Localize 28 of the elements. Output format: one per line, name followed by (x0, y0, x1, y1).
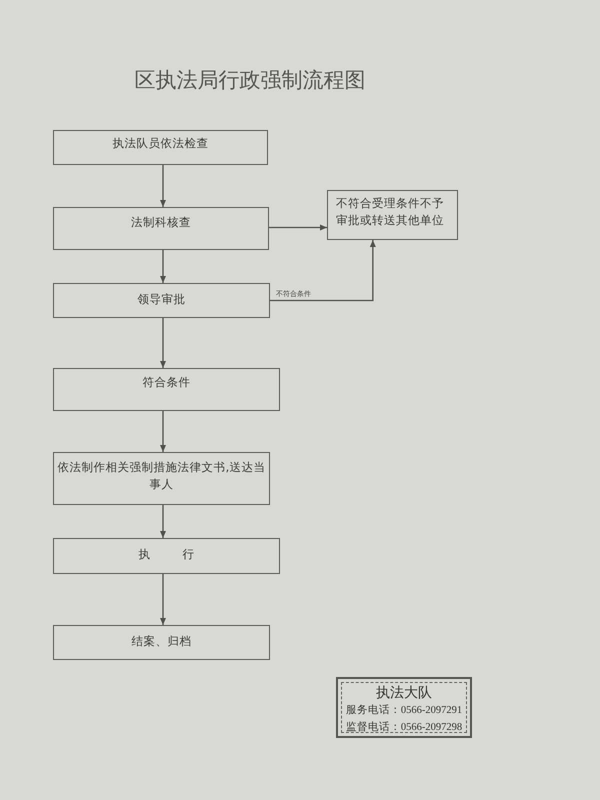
arrow (269, 224, 327, 230)
process-box (53, 625, 270, 660)
process-box (53, 283, 270, 318)
process-box (53, 207, 269, 250)
step-text: 依法制作相关强制措施法律文书,送达当事人 (57, 459, 266, 493)
step-text: 执 行 (138, 546, 196, 563)
phone-number: 监督电话：0566-2097298 (344, 720, 464, 735)
step-text: 执法队员依法检查 (112, 135, 210, 152)
process-box (53, 368, 280, 411)
arrow (160, 318, 166, 368)
step-text: 符合条件 (142, 374, 192, 391)
step-text: 结案、归档 (130, 633, 192, 650)
process-box (53, 452, 270, 505)
phone-number: 服务电话：0566-2097291 (344, 703, 464, 718)
arrow (160, 574, 166, 625)
arrow (270, 240, 376, 302)
arrow (160, 165, 166, 207)
step-text: 法制科核查 (130, 214, 192, 231)
process-box (53, 538, 280, 574)
process-box (53, 130, 268, 165)
arrow (160, 505, 166, 538)
step-text: 领导审批 (136, 291, 186, 308)
unit-name: 执法大队 (375, 685, 433, 702)
arrow (160, 250, 166, 283)
result-box (327, 190, 458, 240)
title: 区执法局行政强制流程图 (134, 67, 366, 94)
result-text: 不符合受理条件不予审批或转送其他单位 (336, 195, 445, 229)
arrow (160, 411, 166, 452)
